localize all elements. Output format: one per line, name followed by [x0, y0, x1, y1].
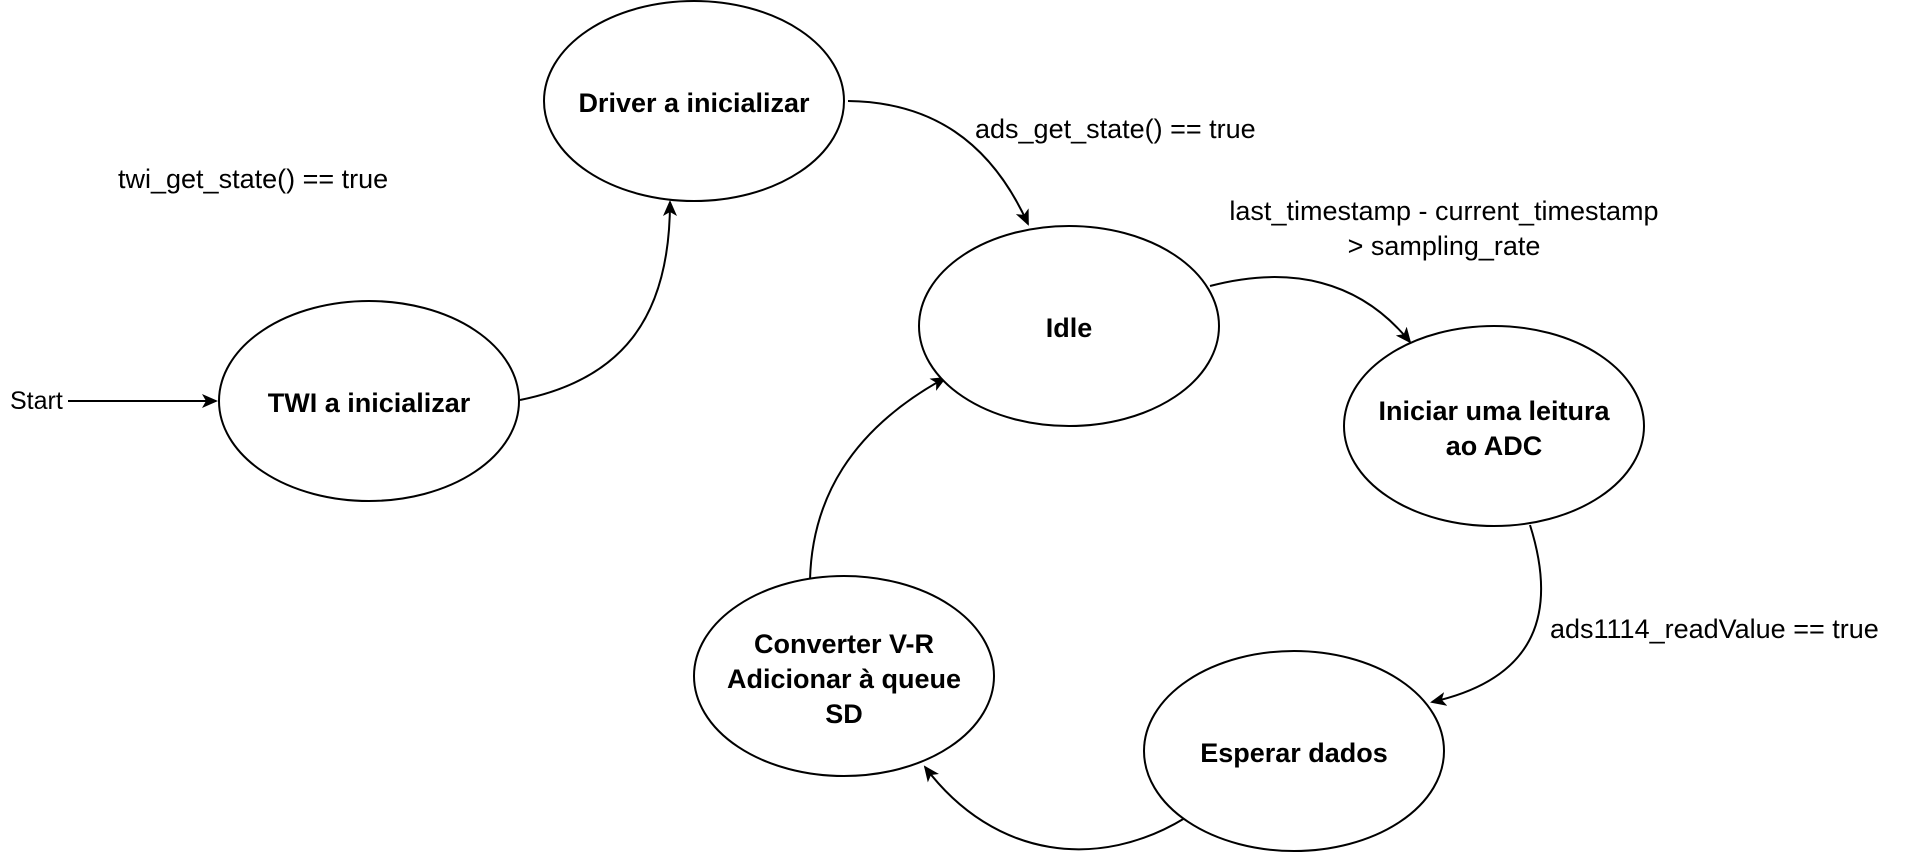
- state-label: Converter V-R: [754, 629, 934, 659]
- state-driver-a-inicializar: Driver a inicializar: [543, 0, 845, 202]
- state-ellipse: [918, 225, 1220, 427]
- transition-arrow: [847, 100, 1029, 226]
- transition-condition-label: ads1114_readValue == true: [1550, 614, 1879, 644]
- transition-arrow: [1430, 524, 1543, 706]
- state-iniciar-leitura-adc: Iniciar uma leitura ao ADC: [1343, 325, 1645, 527]
- transition-condition-label-line: > sampling_rate: [1348, 231, 1541, 261]
- state-ellipse: [1343, 325, 1645, 527]
- transition-condition-label: twi_get_state() == true: [118, 164, 388, 194]
- state-ellipse: [693, 575, 995, 777]
- state-label: SD: [825, 699, 863, 729]
- state-label: Iniciar uma leitura: [1378, 396, 1610, 426]
- transition-driver-to-idle: ads_get_state() == true: [847, 100, 1256, 226]
- transition-arrow: [1209, 276, 1412, 344]
- transition-wait-to-convert: [923, 765, 1186, 851]
- state-ellipse: [1143, 650, 1445, 852]
- state-twi-a-inicializar: TWI a inicializar: [218, 300, 520, 502]
- transition-condition-label-line: last_timestamp - current_timestamp: [1229, 196, 1658, 226]
- state-label: Adicionar à queue: [727, 664, 961, 694]
- transition-arrow: [519, 200, 677, 401]
- state-esperar-dados: Esperar dados: [1143, 650, 1445, 852]
- state-ellipse: [218, 300, 520, 502]
- state-label: Esperar dados: [1200, 738, 1388, 768]
- state-label: TWI a inicializar: [268, 388, 471, 418]
- transition-adc-to-wait: ads1114_readValue == true: [1430, 524, 1879, 706]
- transition-arrow: [923, 765, 1186, 851]
- transition-idle-to-adc: last_timestamp - current_timestamp > sam…: [1209, 196, 1659, 344]
- state-converter-adicionar-queue: Converter V-R Adicionar à queue SD: [693, 575, 995, 777]
- transition-twi-to-driver: twi_get_state() == true: [118, 164, 677, 401]
- state-label: Driver a inicializar: [578, 88, 810, 118]
- state-label: Idle: [1046, 313, 1093, 343]
- state-idle: Idle: [918, 225, 1220, 427]
- transition-condition-label: ads_get_state() == true: [975, 114, 1256, 144]
- start-label: Start: [10, 387, 63, 415]
- state-ellipse: [543, 0, 845, 202]
- state-label: ao ADC: [1446, 431, 1543, 461]
- transition-arrow: [809, 377, 947, 581]
- transition-convert-to-idle: [809, 377, 947, 581]
